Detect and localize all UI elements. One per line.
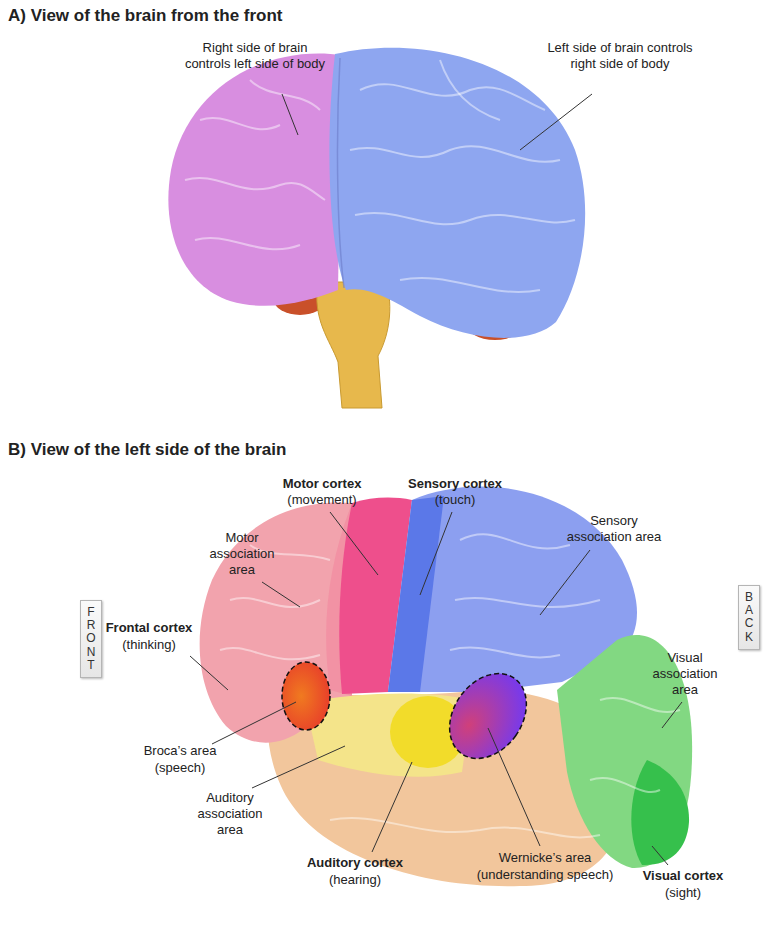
- region-name: Auditory association area: [188, 790, 272, 838]
- region-name: Visual cortex: [628, 868, 738, 884]
- gyri: [185, 60, 575, 292]
- visual-cortex: [631, 760, 689, 865]
- region-name: Sensory association area: [558, 513, 670, 545]
- leader-line: [190, 512, 682, 865]
- region-function: (understanding speech): [465, 867, 625, 883]
- region-name: Frontal cortex: [96, 620, 202, 636]
- region-name: Sensory cortex: [395, 476, 515, 492]
- region-name: Wernicke’s area: [465, 850, 625, 866]
- region-name: Broca’s area: [130, 743, 230, 759]
- panel-heading: B) View of the left side of the brain: [8, 440, 528, 460]
- region-name: Auditory cortex: [300, 855, 410, 871]
- broca-area: [282, 662, 330, 730]
- region-function: (movement): [262, 492, 382, 508]
- direction-text: FRONT: [85, 606, 97, 672]
- direction-tab: BACK: [738, 585, 760, 650]
- region-function: (sight): [628, 885, 738, 901]
- auditory-association: [305, 693, 472, 776]
- gyri: [220, 534, 680, 837]
- region-function: (thinking): [96, 637, 202, 653]
- right-hemisphere: [168, 53, 342, 305]
- region-name: Motor cortex: [262, 476, 382, 492]
- region-function: (speech): [130, 760, 230, 776]
- callout-text: Left side of brain controls right side o…: [545, 40, 695, 72]
- region-function: (touch): [395, 492, 515, 508]
- sensory-cortex: [388, 496, 444, 692]
- left-hemisphere: [329, 48, 585, 338]
- frontal-lobe: [200, 502, 352, 742]
- region-function: (hearing): [300, 872, 410, 888]
- panel-heading: A) View of the brain from the front: [8, 6, 528, 26]
- brain-stem: [317, 282, 390, 408]
- direction-text: BACK: [743, 591, 755, 644]
- region-name: Motor association area: [200, 530, 284, 578]
- region-name: Visual association area: [645, 650, 725, 698]
- direction-tab: FRONT: [80, 600, 102, 678]
- leader-line: [282, 94, 592, 150]
- callout-text: Right side of brain controls left side o…: [180, 40, 330, 72]
- wernicke-area: [434, 659, 542, 773]
